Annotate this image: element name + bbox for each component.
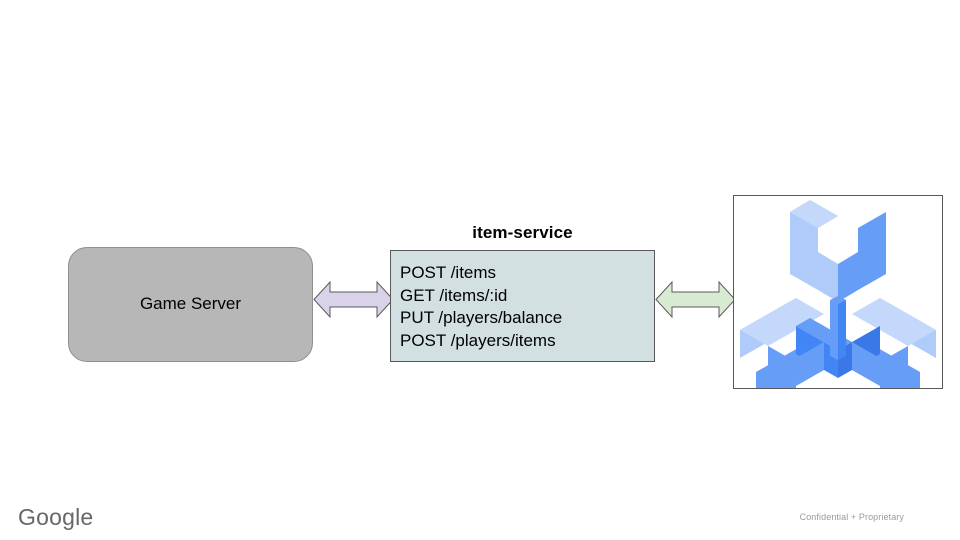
double-headed-arrow-icon: [655, 280, 736, 319]
endpoint-item-get: GET /items/:id: [400, 285, 508, 305]
node-game-server-label: Game Server: [139, 294, 242, 314]
confidential-proprietary-note: Confidential + Proprietary: [799, 512, 904, 522]
double-headed-arrow-icon: [313, 280, 394, 319]
connector-item-service-to-storage[interactable]: [655, 280, 736, 319]
node-item-service-title: item-service: [472, 223, 573, 242]
node-game-server[interactable]: Game Server: [68, 247, 313, 362]
isometric-tri-wrench-logo-icon: [740, 200, 936, 388]
endpoint-player-items-create: POST /players/items: [400, 330, 556, 350]
endpoint-player-balance-update: PUT /players/balance: [400, 308, 563, 327]
google-wordmark: Google: [18, 504, 94, 530]
endpoint-item-create: POST /items: [400, 263, 497, 282]
node-storage[interactable]: [733, 195, 943, 389]
connector-game-server-to-item-service[interactable]: [313, 280, 394, 319]
node-item-service[interactable]: POST /items GET /items/:id PUT /players/…: [390, 250, 655, 362]
